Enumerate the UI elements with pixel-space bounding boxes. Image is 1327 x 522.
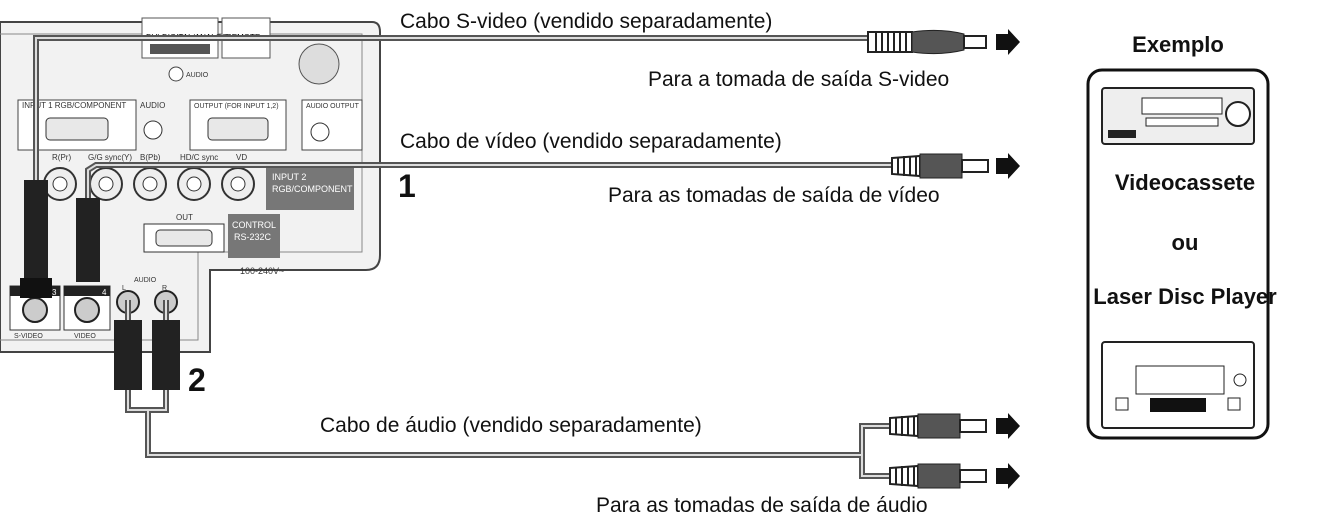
svg-text:R: R bbox=[162, 285, 167, 292]
svideo-dest-label: Para a tomada de saída S-video bbox=[648, 68, 950, 91]
input1-port bbox=[45, 117, 109, 141]
svg-text:AUDIO: AUDIO bbox=[140, 101, 165, 110]
svideo-jack bbox=[22, 297, 48, 323]
svg-text:VD: VD bbox=[236, 153, 247, 162]
example-title: Exemplo bbox=[1132, 32, 1224, 57]
rs232-label: RS-232C bbox=[234, 232, 272, 242]
step-1-label: 1 bbox=[398, 168, 416, 204]
laserdisc-label: Laser Disc Player bbox=[1093, 284, 1277, 309]
audio-output-label: AUDIO OUTPUT bbox=[306, 103, 360, 110]
audio-cable-label: Cabo de áudio (vendido separadamente) bbox=[320, 414, 702, 437]
control-label: CONTROL bbox=[232, 220, 276, 230]
video-cable-label: Cabo de vídeo (vendido separadamente) bbox=[400, 130, 782, 153]
svg-text:G/G sync(Y): G/G sync(Y) bbox=[88, 153, 132, 162]
example-box bbox=[1086, 68, 1270, 440]
output-port bbox=[207, 117, 269, 141]
projector-rear-panel: DVI-DIGITAL/ANALOG REMOTE AUDIO INPUT 1 … bbox=[0, 17, 381, 353]
audio-arrow-bottom bbox=[996, 463, 1020, 489]
svg-text:R(Pr): R(Pr) bbox=[52, 153, 71, 162]
svg-text:L: L bbox=[122, 285, 126, 292]
wired-remote-jack bbox=[298, 43, 340, 85]
vcr-label: Videocassete bbox=[1114, 170, 1256, 195]
audio-output-box bbox=[301, 99, 363, 151]
svideo-label: S-VIDEO bbox=[14, 333, 43, 340]
audio-plug-l bbox=[114, 320, 142, 390]
input1-label: INPUT 1 RGB/COMPONENT bbox=[22, 101, 126, 110]
step-2-label: 2 bbox=[188, 362, 206, 398]
control-box bbox=[228, 214, 280, 258]
svg-text:HD/C sync: HD/C sync bbox=[180, 153, 218, 162]
svideo-cable bbox=[20, 29, 1020, 298]
input2-label: INPUT 2 bbox=[272, 172, 306, 182]
svg-text:4: 4 bbox=[102, 288, 107, 297]
svideo-arrow bbox=[996, 29, 1020, 55]
svideo-cable-label: Cabo S-video (vendido separadamente) bbox=[400, 10, 773, 33]
video-jack bbox=[74, 297, 100, 323]
vcr-icon bbox=[1101, 87, 1255, 145]
svg-text:AUDIO: AUDIO bbox=[134, 277, 157, 284]
svg-text:3: 3 bbox=[52, 288, 57, 297]
audio-plug-right-bottom bbox=[917, 463, 961, 489]
audio-plug-r bbox=[152, 320, 180, 390]
or-label: ou bbox=[1171, 230, 1199, 255]
output-label: OUTPUT (FOR INPUT 1,2) bbox=[194, 103, 279, 110]
audio-cable bbox=[114, 300, 1020, 489]
video-dest-label: Para as tomadas de saída de vídeo bbox=[608, 184, 940, 207]
svideo-plug-right bbox=[911, 29, 965, 55]
video-label: VIDEO bbox=[74, 333, 96, 340]
laserdisc-icon bbox=[1101, 341, 1255, 429]
video-arrow bbox=[996, 153, 1020, 179]
audio-arrow-top bbox=[996, 413, 1020, 439]
input2-box bbox=[266, 166, 354, 210]
video-plug-right bbox=[919, 153, 963, 179]
audio-small-label: AUDIO bbox=[186, 72, 209, 79]
input2-sub-label: RGB/COMPONENT bbox=[272, 184, 353, 194]
svg-text:B(Pb): B(Pb) bbox=[140, 153, 161, 162]
video-cable bbox=[76, 153, 1020, 282]
voltage-label: 100-240V~ bbox=[240, 266, 284, 276]
video-plug-left bbox=[76, 198, 100, 282]
svideo-plug-left bbox=[24, 180, 48, 280]
audio-dest-label: Para as tomadas de saída de áudio bbox=[596, 494, 928, 517]
svg-text:OUT: OUT bbox=[176, 213, 193, 222]
audio-plug-right-top bbox=[917, 413, 961, 439]
